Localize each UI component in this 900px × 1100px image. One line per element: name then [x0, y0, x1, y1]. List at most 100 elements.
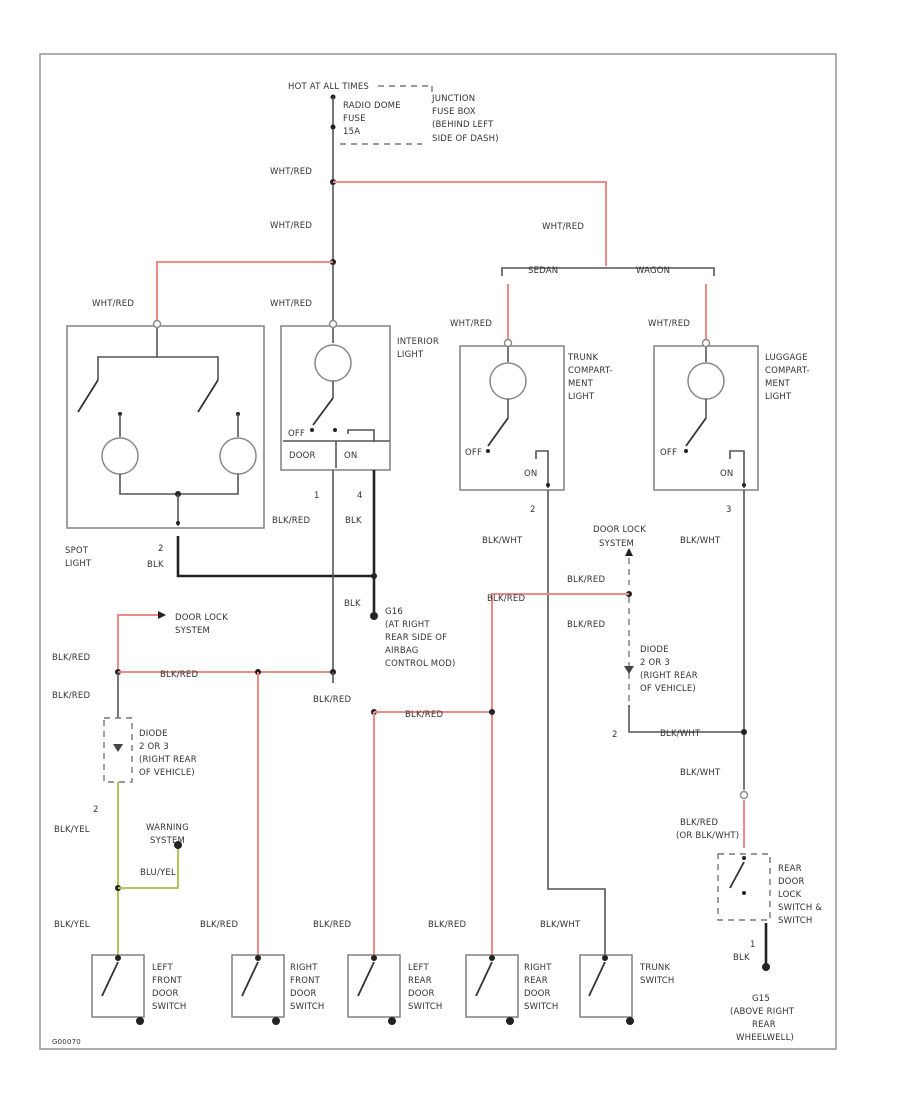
right-front-door-switch: RIGHT FRONT DOOR SWITCH — [231, 954, 324, 1025]
wire-label-whtred-luggage: WHT/RED — [648, 319, 690, 329]
interior-label-line-1: INTERIOR — [397, 337, 439, 347]
wagon-label: WAGON — [636, 266, 670, 276]
rr-label-4: SWITCH — [524, 1002, 559, 1012]
diode-right-line-3: (RIGHT REAR — [640, 671, 698, 681]
lf-label-3: DOOR — [152, 989, 179, 999]
luggage-label-line-2: COMPART- — [765, 366, 810, 376]
trunk-switch: TRUNK SWITCH — [579, 954, 675, 1025]
fuse-block: HOT AT ALL TIMES RADIO DOME FUSE 15A JUN… — [288, 82, 499, 145]
interior-pin-4: 4 — [357, 491, 363, 501]
sedan-label: SEDAN — [528, 266, 558, 276]
footer-code: G00070 — [52, 1038, 81, 1046]
g15-label-line-1: G15 — [752, 994, 770, 1004]
spot-pin: 2 — [158, 544, 164, 554]
rr-label-1: RIGHT — [524, 963, 552, 973]
door-lock-right-line-2: SYSTEM — [599, 539, 634, 549]
wire-label-blkred-rf: BLK/RED — [200, 920, 238, 930]
trunk-bulb-icon — [489, 362, 527, 400]
wire-label-blkred-l1: BLK/RED — [52, 653, 90, 663]
diode-right-line-1: DIODE — [640, 645, 669, 655]
door-lock-right-line-1: DOOR LOCK — [593, 525, 646, 535]
interior-bulb-icon — [314, 344, 352, 382]
junction-label-line-1: JUNCTION — [431, 94, 475, 104]
ground-g16-icon — [370, 612, 378, 620]
diode-left-pin: 2 — [93, 805, 99, 815]
diode-left-icon — [113, 744, 123, 752]
diode-left-line-4: OF VEHICLE) — [139, 768, 195, 778]
g16-label-line-3: REAR SIDE OF — [385, 633, 447, 643]
g15-label-line-2: (ABOVE RIGHT — [730, 1007, 795, 1017]
wire-label-blkred-r1: BLK/RED — [567, 575, 605, 585]
wire-label-blkwht-luggage: BLK/WHT — [680, 536, 721, 546]
rr-label-3: DOOR — [524, 989, 551, 999]
g16-label-line-2: (AT RIGHT — [385, 620, 430, 630]
spot-label-line-2: LIGHT — [65, 559, 92, 569]
fuse-label-line-2: FUSE — [343, 114, 366, 124]
rear-lock-line-5: SWITCH — [778, 916, 813, 926]
wire-label-blkred-rear: BLK/RED — [680, 818, 718, 828]
interior-pin-1: 1 — [314, 491, 320, 501]
interior-off-label: OFF — [288, 429, 305, 439]
lr-label-2: REAR — [408, 976, 432, 986]
g16-label-line-1: G16 — [385, 607, 403, 617]
wire-label-blkwht-trunk: BLK/WHT — [482, 536, 523, 546]
diode-left-line-3: (RIGHT REAR — [139, 755, 197, 765]
diode-right-icon — [624, 666, 634, 674]
wire-label-blkred-l2: BLK/RED — [160, 670, 198, 680]
wire-label-blk-rear: BLK — [733, 953, 750, 963]
trunk-on-label: ON — [524, 469, 537, 479]
luggage-pin: 3 — [726, 505, 732, 515]
lf-label-1: LEFT — [152, 963, 173, 973]
left-front-door-switch: LEFT FRONT DOOR SWITCH — [91, 954, 186, 1025]
wire-label-whtred-3: WHT/RED — [542, 222, 584, 232]
trunk-label-line-2: COMPART- — [568, 366, 613, 376]
wire-label-bluyel: BLU/YEL — [140, 868, 176, 878]
luggage-label-line-4: LIGHT — [765, 392, 792, 402]
luggage-label-line-1: LUGGAGE — [765, 353, 808, 363]
door-lock-left-line-2: SYSTEM — [175, 626, 210, 636]
trunk-off-label: OFF — [465, 448, 482, 458]
luggage-label-line-3: MENT — [765, 379, 791, 389]
wire-label-blkwht-rear: BLK/WHT — [680, 768, 721, 778]
wire-label-blkred-l3: BLK/RED — [52, 691, 90, 701]
warning-line-1: WARNING — [146, 823, 189, 833]
wire-label-blk-ground: BLK — [344, 599, 361, 609]
spot-label-line-1: SPOT — [65, 546, 89, 556]
luggage-off-label: OFF — [660, 448, 677, 458]
wire-label-or-blkwht: (OR BLK/WHT) — [676, 831, 739, 841]
junction-label-line-3: (BEHIND LEFT — [432, 120, 494, 130]
wire-label-whtred-2: WHT/RED — [270, 221, 312, 231]
trunk-sw-label-2: SWITCH — [640, 976, 675, 986]
wire-label-whtred-trunk: WHT/RED — [450, 319, 492, 329]
spot-bulb-left-icon — [101, 437, 139, 475]
interior-door-label: DOOR — [289, 451, 316, 461]
rear-lock-line-4: SWITCH & — [778, 903, 822, 913]
right-rear-door-switch: RIGHT REAR DOOR SWITCH — [465, 954, 559, 1025]
g16-label-line-5: CONTROL MOD) — [385, 659, 456, 669]
lr-label-4: SWITCH — [408, 1002, 443, 1012]
lr-label-1: LEFT — [408, 963, 429, 973]
luggage-compartment-light: WHT/RED OFF ON LUGGAGE COMPART- MENT LIG… — [648, 319, 810, 790]
spot-light: WHT/RED SPOT LIGHT 2 BLK — [65, 299, 374, 578]
diode-right-pin: 2 — [612, 730, 618, 740]
g16-label-line-4: AIRBAG — [385, 646, 419, 656]
diagram-border — [39, 53, 837, 1050]
left-rear-door-switch: LEFT REAR DOOR SWITCH — [347, 954, 443, 1025]
g15-label-line-3: REAR — [752, 1020, 776, 1030]
wire-label-blkyel-2: BLK/YEL — [54, 920, 90, 930]
rr-label-2: REAR — [524, 976, 548, 986]
fuse-label-line-1: RADIO DOME — [343, 101, 401, 111]
hot-at-all-times-label: HOT AT ALL TIMES — [288, 82, 369, 92]
rear-door-lock-switch: REAR DOOR LOCK SWITCH & SWITCH 1 BLK G15… — [717, 853, 822, 1043]
lf-label-2: FRONT — [152, 976, 183, 986]
ground-g15-icon — [762, 963, 770, 971]
diode-right-line-2: 2 OR 3 — [640, 658, 670, 668]
rear-lock-line-3: LOCK — [778, 890, 802, 900]
wire-label-whtred-interior: WHT/RED — [270, 299, 312, 309]
rear-lock-line-2: DOOR — [778, 877, 805, 887]
left-door-lock-branch: DOOR LOCK SYSTEM BLK/RED BLK/RED BLK/RED… — [52, 611, 336, 958]
trunk-compartment-light: WHT/RED OFF ON TRUNK COMPART- MENT LIGHT… — [450, 319, 613, 958]
wire-label-blk-interior: BLK — [345, 516, 362, 526]
trunk-label-line-4: LIGHT — [568, 392, 595, 402]
wire-label-blkwht-diode: BLK/WHT — [660, 729, 701, 739]
